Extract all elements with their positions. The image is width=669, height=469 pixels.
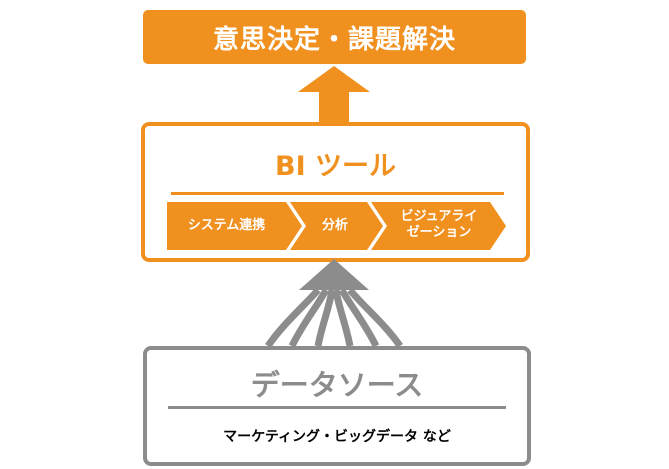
step-label-3: ビジュアライ ゼーション <box>400 209 478 240</box>
decision-box: 意思決定・課題解決 <box>143 10 526 64</box>
bi-tool-divider <box>171 192 504 195</box>
data-source-box: データソース マーケティング・ビッグデータ など <box>143 346 531 466</box>
data-source-subtitle: マーケティング・ビッグデータ など <box>223 429 451 445</box>
step-label-1: システム連携 <box>187 218 266 233</box>
chevron-step-1 <box>167 202 302 250</box>
decision-label: 意思決定・課題解決 <box>212 24 456 55</box>
chevron-step-3 <box>371 202 506 250</box>
data-source-divider <box>168 406 506 409</box>
chevron-step-2 <box>290 202 383 250</box>
data-source-title: データソース <box>250 368 424 402</box>
step-label-2: 分析 <box>321 218 348 233</box>
bi-tool-title: BI ツール <box>274 151 397 182</box>
